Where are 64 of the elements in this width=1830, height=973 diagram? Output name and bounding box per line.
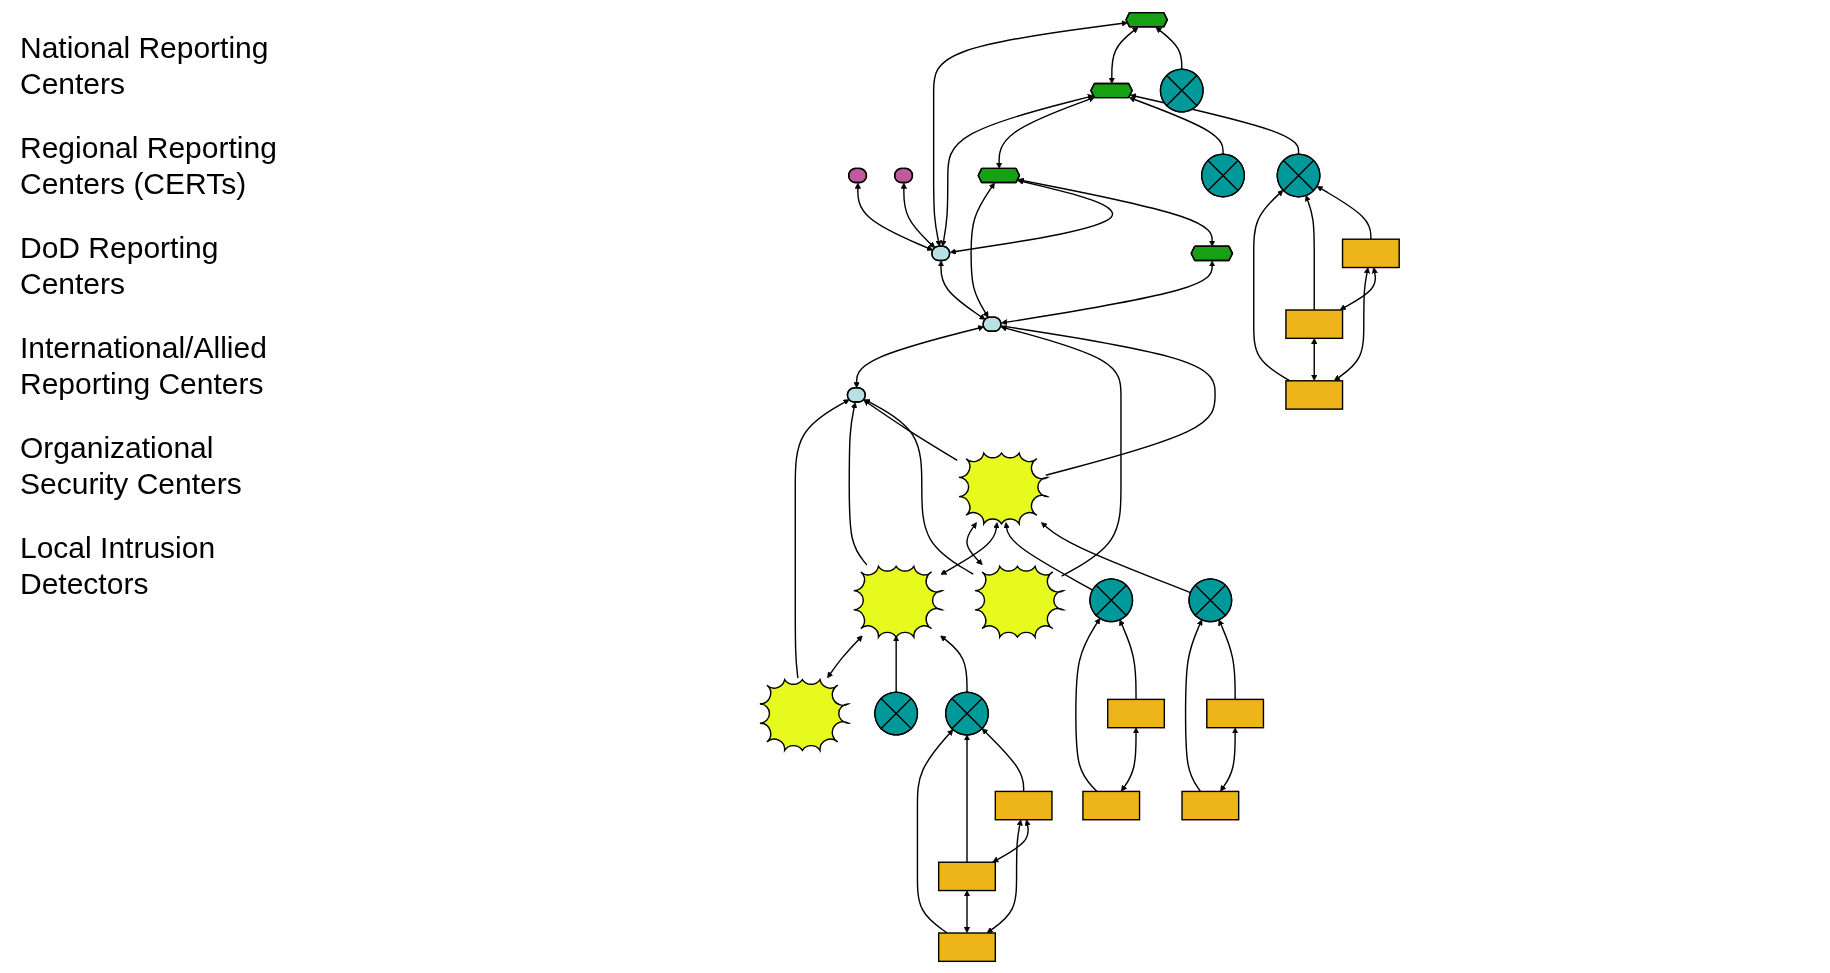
node-box (1181, 790, 1240, 820)
arrow (964, 734, 971, 863)
category-label: Local Intrusion Detectors (20, 530, 217, 602)
arrow (933, 19, 1129, 247)
node-box (1082, 790, 1141, 820)
arrow (966, 521, 984, 565)
arrow (917, 728, 954, 934)
arrow (992, 818, 1032, 862)
arrow (855, 182, 934, 251)
node-box (1285, 379, 1344, 410)
arrow (941, 93, 1095, 247)
arrow (863, 399, 959, 461)
arrow (893, 634, 900, 693)
arrow (987, 818, 1024, 933)
arrow (1305, 194, 1316, 311)
arrow (864, 398, 975, 575)
node-box (1342, 238, 1401, 268)
arrow (1317, 185, 1373, 240)
node-box (1285, 308, 1344, 339)
node-star (853, 565, 944, 638)
arrow (940, 521, 1000, 575)
arrow (1220, 726, 1239, 791)
node-star (958, 451, 1049, 524)
arrow (996, 96, 1096, 169)
arrow (1334, 266, 1371, 381)
category-label: National Reporting Centers (20, 30, 270, 102)
arrow (1311, 337, 1318, 381)
category-label: DoD Reporting Centers (20, 230, 220, 302)
arrow (1109, 26, 1139, 84)
arrow (964, 889, 971, 933)
arrow (1340, 266, 1379, 310)
arrow (1001, 324, 1123, 577)
arrow (950, 178, 1114, 255)
arrow (982, 727, 1025, 792)
category-label: Regional Reporting Centers (CERTs) (20, 130, 278, 202)
arrow (1129, 96, 1225, 155)
node-box (1206, 698, 1265, 728)
arrow (1119, 618, 1138, 700)
arrow (795, 398, 851, 679)
arrow (849, 401, 868, 566)
arrow (1185, 618, 1203, 792)
connector (1000, 324, 1217, 476)
arrow (940, 634, 969, 693)
arrow (853, 324, 985, 388)
node-box (938, 931, 997, 962)
arrow (970, 182, 996, 318)
arrow (901, 182, 936, 248)
arrow (1130, 92, 1300, 155)
node-star (759, 678, 850, 751)
arrow (1041, 521, 1192, 593)
arrow (1155, 26, 1183, 70)
node-box (995, 790, 1054, 820)
arrow (1018, 177, 1216, 247)
arrow (1001, 260, 1216, 325)
arrow (1075, 617, 1101, 792)
node-box (938, 861, 997, 891)
node-star (974, 565, 1065, 638)
arrow (1004, 521, 1094, 591)
node-box (1107, 698, 1166, 728)
arrow (1218, 618, 1237, 700)
category-label: Organizational Security Centers (20, 430, 243, 502)
category-label: International/Allied Reporting Centers (20, 330, 268, 402)
arrow (938, 260, 986, 320)
arrow (827, 634, 864, 678)
